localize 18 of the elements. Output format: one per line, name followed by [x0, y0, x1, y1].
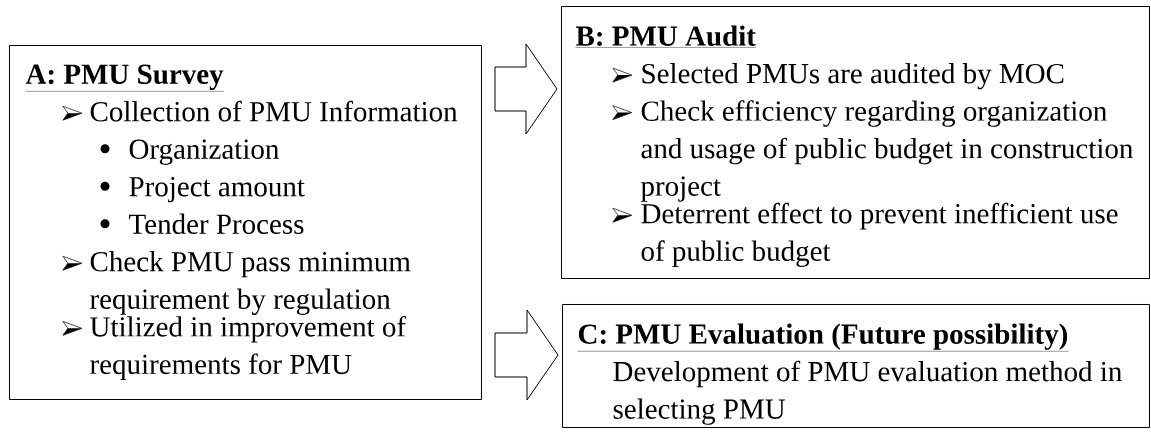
- box-heading: C: PMU Evaluation (Future possibility): [577, 323, 1069, 352]
- bullet-text: Collection of PMU Information: [90, 100, 458, 122]
- box-heading: A: PMU Survey: [25, 64, 224, 92]
- bullet-text: Project amount: [129, 177, 305, 203]
- text-box: [561, 6, 1150, 279]
- bullet-text: Tender Process: [129, 213, 304, 234]
- bullet-text: Deterrent effect to prevent inefficient use of public budget: [641, 202, 1118, 267]
- bullet-text: Check PMU pass minimum requirement by regulation: [90, 251, 411, 315]
- bullet-text: Utilized in improvement of requirements for PMU: [90, 315, 407, 381]
- block-arrow: [494, 43, 558, 135]
- bullet-text: Selected PMUs are audited by MOC: [642, 63, 1064, 90]
- bullet-text: Check efficiency regarding organization and usage of public budget in construction project: [641, 100, 1133, 202]
- block-arrow: [494, 309, 559, 401]
- body-text: Development of PMU evaluation method in selecting PMU: [613, 360, 1122, 425]
- text-box: [562, 304, 1150, 428]
- bullet-text: Organization: [129, 139, 279, 165]
- text-box: [9, 45, 482, 400]
- box-heading: B: PMU Audit: [575, 25, 757, 48]
